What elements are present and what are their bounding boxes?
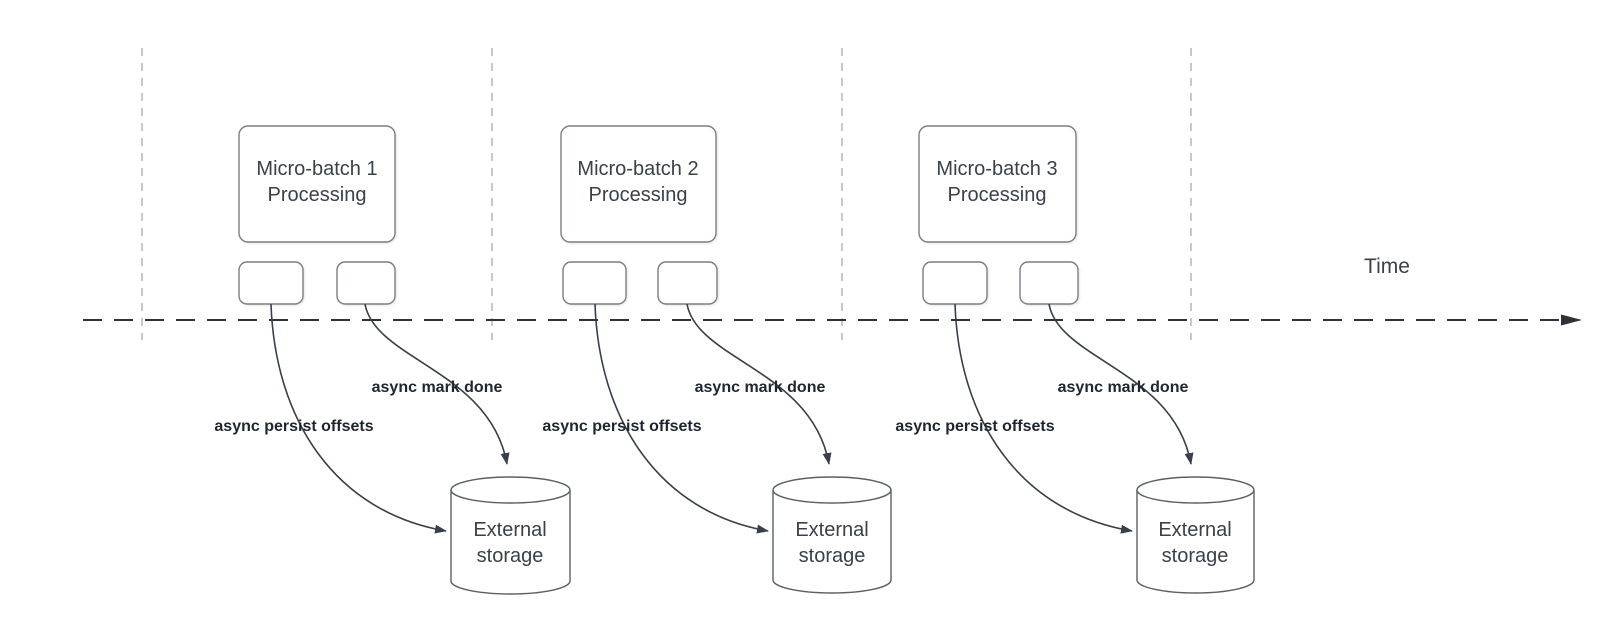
microbatch-1-box bbox=[238, 125, 396, 243]
microbatch-2-mark-done-label: async mark done bbox=[694, 379, 826, 396]
microbatch-2-done-chip bbox=[657, 261, 718, 305]
microbatch-3-mark-done-label: async mark done bbox=[1057, 379, 1189, 396]
microbatch-1-mark-done-label: async mark done bbox=[371, 379, 503, 396]
microbatch-2-persist-offsets-connector bbox=[594, 303, 769, 534]
microbatch-2-title: Micro-batch 2 Processing bbox=[577, 158, 699, 206]
microbatch-3-mark-done-connector bbox=[1048, 303, 1194, 465]
microbatch-2-mark-done-connector bbox=[686, 303, 832, 465]
storage-cylinder-1-top bbox=[450, 476, 571, 504]
storage-cylinder-2-body bbox=[772, 490, 892, 594]
storage-cylinder-3-label: External storage bbox=[1158, 519, 1232, 567]
microbatch-2-box bbox=[560, 125, 717, 243]
microbatch-1-done-chip bbox=[336, 261, 396, 305]
microbatch-2-offset-chip bbox=[562, 261, 627, 305]
microbatch-3-done-chip bbox=[1019, 261, 1079, 305]
microbatch-3-offset-chip bbox=[922, 261, 988, 305]
microbatch-2-persist-offsets-label: async persist offsets bbox=[542, 418, 702, 435]
microbatch-1-persist-offsets-connector bbox=[270, 303, 447, 534]
storage-cylinder-2-label: External storage bbox=[795, 519, 869, 567]
storage-cylinder-2-top bbox=[772, 476, 892, 504]
microbatch-1-mark-done-connector bbox=[364, 303, 510, 465]
storage-cylinder-3-body bbox=[1136, 490, 1255, 594]
microbatch-1-offset-chip bbox=[238, 261, 304, 305]
microbatch-3-persist-offsets-connector bbox=[954, 303, 1133, 534]
time-axis-label: Time bbox=[1364, 255, 1410, 278]
time-axis-arrowhead-icon bbox=[1561, 314, 1582, 326]
storage-cylinder-1-label: External storage bbox=[473, 519, 547, 567]
storage-cylinder-3-top bbox=[1136, 476, 1255, 504]
microbatch-1-persist-offsets-label: async persist offsets bbox=[214, 418, 374, 435]
microbatch-1-title: Micro-batch 1 Processing bbox=[256, 158, 378, 206]
storage-cylinder-1-body bbox=[450, 490, 571, 595]
microbatch-3-persist-offsets-label: async persist offsets bbox=[895, 418, 1055, 435]
microbatch-3-box bbox=[918, 125, 1077, 243]
microbatch-3-title: Micro-batch 3 Processing bbox=[936, 158, 1058, 206]
